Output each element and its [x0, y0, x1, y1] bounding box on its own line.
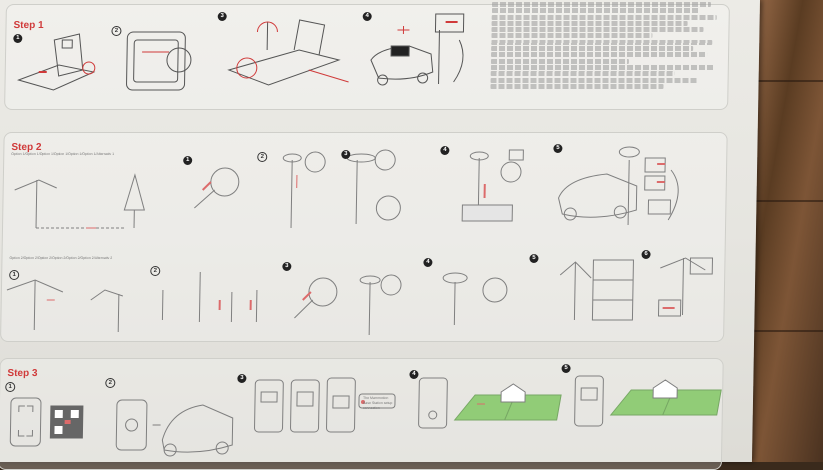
screw-install-illustration: [229, 20, 350, 85]
base-station-illustration: [18, 34, 95, 90]
option-1-label: Option 1/Option 1/Option 1/Option 1/Opti…: [11, 152, 114, 157]
charging-station-illustration: [126, 32, 191, 90]
step-3-title: Step 3: [7, 368, 37, 379]
option-2-label: Option 2/Option 2/Option 2/Option 2/Opti…: [9, 256, 112, 261]
step-3-note: The Mammotion Base Station setup connect…: [363, 396, 397, 411]
step-3-panel: [0, 358, 724, 470]
step-2-panel: [0, 132, 728, 342]
instruction-sheet: Step 1 1 2 3 4: [0, 0, 760, 462]
mower-docking-illustration: [371, 14, 464, 85]
